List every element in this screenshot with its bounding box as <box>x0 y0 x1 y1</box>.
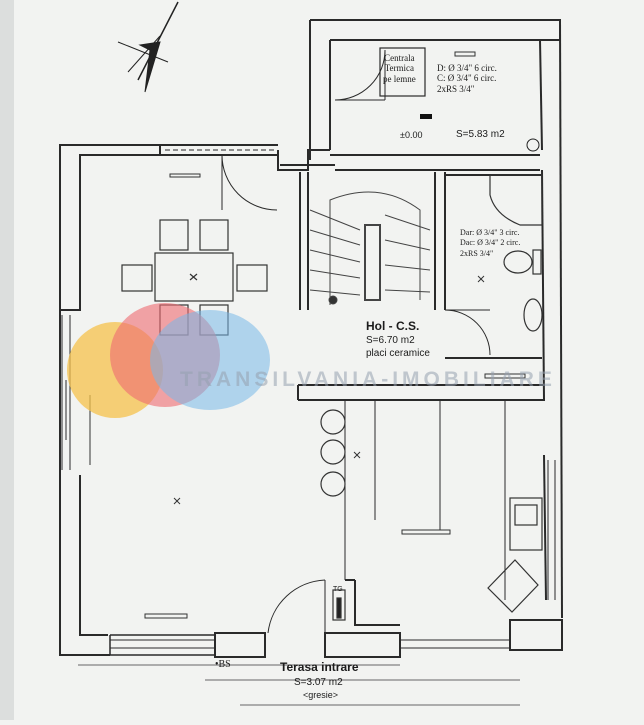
logo-watermark-icon <box>67 303 270 418</box>
bath-pipes-c: Dac: Ø 3/4" 2 circ. <box>460 238 521 247</box>
terrace-finish: <gresie> <box>303 690 339 700</box>
interior-walls <box>297 154 545 626</box>
staircase <box>309 191 431 305</box>
terrace-area: S=3.07 m2 <box>294 677 343 688</box>
doors <box>221 49 491 634</box>
boiler-unit-label: Centrala Termica pe lemne <box>383 53 416 84</box>
exterior-walls <box>59 19 563 658</box>
bath-pipes-d: Dar: Ø 3/4" 3 circ. <box>460 228 520 237</box>
boiler-icon <box>379 47 426 97</box>
hall-name: Hol - C.S. <box>366 319 420 333</box>
hall-area: S=6.70 m2 <box>366 335 415 346</box>
boiler-pipes-d: D: Ø 3/4" 6 circ. <box>437 63 497 73</box>
bath-pipes-rs: 2xRS 3/4" <box>460 249 494 258</box>
boiler-area: S=5.83 m2 <box>456 129 505 140</box>
dining-table <box>121 219 268 336</box>
ceiling-light-icon <box>173 275 485 505</box>
boiler-pipes-rs: 2xRS 3/4" <box>437 84 475 94</box>
shower-tray-icon <box>489 174 543 226</box>
compass-arrow-icon <box>117 1 179 93</box>
watermark-text: TRANSILVANIA-IMOBILIARE <box>180 368 556 391</box>
sink-icon <box>523 298 543 332</box>
kitchen-tg-label: TG <box>333 586 343 593</box>
boiler-level: ±0.00 <box>400 130 423 140</box>
chimney-icon <box>420 114 432 119</box>
kitchen-cabinets <box>332 497 543 621</box>
drain-icon <box>526 138 540 152</box>
hall-finish: placi ceramice <box>366 348 430 359</box>
terrace-name: Terasa intrare <box>280 660 359 674</box>
terrace-marker: •BS <box>215 659 231 670</box>
toilet-icon <box>503 249 542 275</box>
stove-icon <box>320 409 346 497</box>
terrace-steps <box>78 664 520 706</box>
boiler-pipes-c: C: Ø 3/4" 6 circ. <box>437 73 497 83</box>
page-edge <box>0 0 14 720</box>
